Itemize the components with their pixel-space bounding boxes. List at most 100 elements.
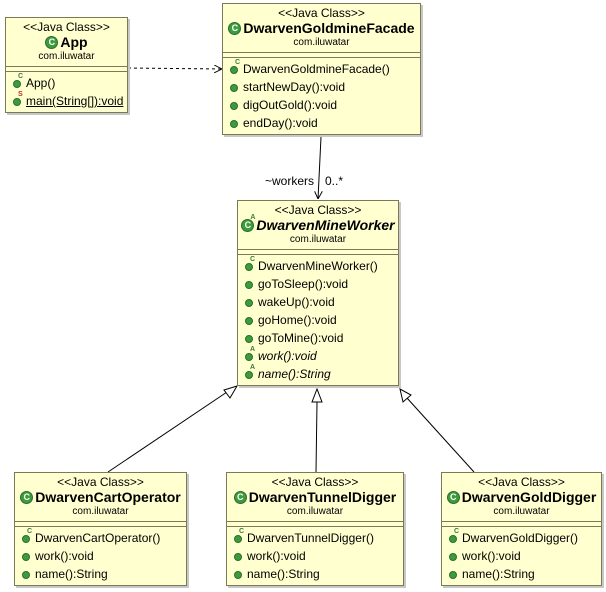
package-label: com.iluwatar [72, 506, 129, 517]
operation-signature: wakeUp():void [258, 295, 335, 309]
class-name: DwarvenTunnelDigger [248, 489, 397, 505]
operation-item[interactable]: digOutGold():void [223, 96, 420, 114]
operation-item[interactable]: goToSleep():void [238, 275, 398, 293]
operation-signature: startNewDay():void [243, 80, 346, 94]
constructor-icon: C [243, 256, 255, 272]
operation-signature: goToMine():void [258, 331, 344, 345]
operation-item[interactable]: name():String [15, 565, 186, 583]
abstract-method-icon: A [243, 364, 255, 380]
operation-signature: goHome():void [258, 313, 337, 327]
attributes-compartment [15, 521, 186, 526]
class-dwarven-goldmine-facade[interactable]: <<Java Class>> C DwarvenGoldmineFacade c… [222, 3, 421, 135]
class-name: DwarvenCartOperator [35, 489, 181, 505]
class-title: C DwarvenGoldDigger [442, 489, 601, 506]
public-method-icon [243, 314, 255, 326]
association-multiplicity-label: 0..* [325, 174, 344, 188]
public-method-icon [243, 278, 255, 290]
operation-signature: work():void [462, 549, 521, 563]
attributes-compartment [227, 521, 403, 526]
class-title: C DwarvenTunnelDigger [227, 489, 403, 506]
generalization-head-gold [399, 388, 412, 403]
public-method-icon [243, 296, 255, 308]
operation-item[interactable]: work():void [442, 547, 601, 565]
operation-signature: work():void [247, 549, 306, 563]
public-method-icon [20, 550, 32, 562]
operation-item[interactable]: startNewDay():void [223, 78, 420, 96]
class-dwarven-cart-operator[interactable]: <<Java Class>> C DwarvenCartOperator com… [14, 472, 187, 586]
operation-item[interactable]: endDay():void [223, 114, 420, 132]
operation-signature: name():String [247, 567, 320, 581]
class-icon: C [228, 22, 242, 35]
class-dwarven-tunnel-digger[interactable]: <<Java Class>> C DwarvenTunnelDigger com… [226, 472, 404, 586]
generalization-gold-worker [406, 397, 475, 473]
operation-item[interactable]: name():String [442, 565, 601, 583]
public-method-icon [228, 81, 240, 93]
operation-item[interactable]: work():void [227, 547, 403, 565]
attributes-compartment [223, 52, 420, 57]
operation-signature: DwarvenCartOperator() [35, 531, 161, 545]
abstract-method-icon: A [243, 346, 255, 362]
class-icon: C [45, 36, 59, 49]
public-method-icon [232, 550, 244, 562]
package-label: com.iluwatar [493, 506, 550, 517]
operation-item[interactable]: work():void [15, 547, 186, 565]
attributes-compartment [6, 66, 127, 71]
static-method-icon: S [11, 91, 23, 107]
operation-item[interactable]: name():String [227, 565, 403, 583]
abstract-class-icon: C A [241, 214, 255, 232]
generalization-cart-worker [107, 389, 231, 473]
constructor-icon: C [20, 528, 32, 544]
generalization-head-cart [223, 385, 239, 399]
class-dwarven-mine-worker[interactable]: <<Java Class>> C A DwarvenMineWorker com… [237, 200, 399, 386]
attributes-compartment [442, 521, 601, 526]
class-icon: C [20, 491, 34, 504]
stereotype-label: <<Java Class>> [57, 475, 144, 489]
public-method-icon [243, 332, 255, 344]
operation-signature: App() [26, 76, 56, 90]
stereotype-label: <<Java Class>> [274, 203, 362, 217]
operation-item[interactable]: goToMine():void [238, 329, 398, 347]
operation-signature: DwarvenGoldmineFacade() [243, 62, 390, 76]
constructor-icon: C [447, 528, 459, 544]
public-method-icon [232, 568, 244, 580]
package-label: com.iluwatar [286, 506, 344, 517]
dependency-app-facade [127, 68, 222, 69]
public-method-icon [228, 117, 240, 129]
operation-item[interactable]: wakeUp():void [238, 293, 398, 311]
operation-signature: work():void [258, 349, 317, 363]
public-method-icon [20, 568, 32, 580]
class-name: App [60, 34, 88, 50]
operation-signature: endDay():void [243, 116, 318, 130]
operation-signature: work():void [35, 549, 94, 563]
association-role-label: ~workers [265, 174, 315, 188]
operation-signature: DwarvenMineWorker() [258, 259, 378, 273]
package-label: com.iluwatar [289, 234, 347, 245]
class-title: C App [6, 34, 127, 51]
operation-signature: digOutGold():void [243, 98, 338, 112]
stereotype-label: <<Java Class>> [278, 6, 365, 20]
operation-signature: name():String [462, 567, 535, 581]
class-icon: C [233, 491, 247, 504]
attributes-compartment [238, 249, 398, 254]
stereotype-label: <<Java Class>> [478, 475, 565, 489]
constructor-icon: C [11, 73, 23, 89]
operation-signature: name():String [258, 367, 331, 381]
operation-item[interactable]: goHome():void [238, 311, 398, 329]
class-dwarven-gold-digger[interactable]: <<Java Class>> C DwarvenGoldDigger com.i… [441, 472, 602, 586]
class-name: DwarvenMineWorker [256, 217, 395, 233]
